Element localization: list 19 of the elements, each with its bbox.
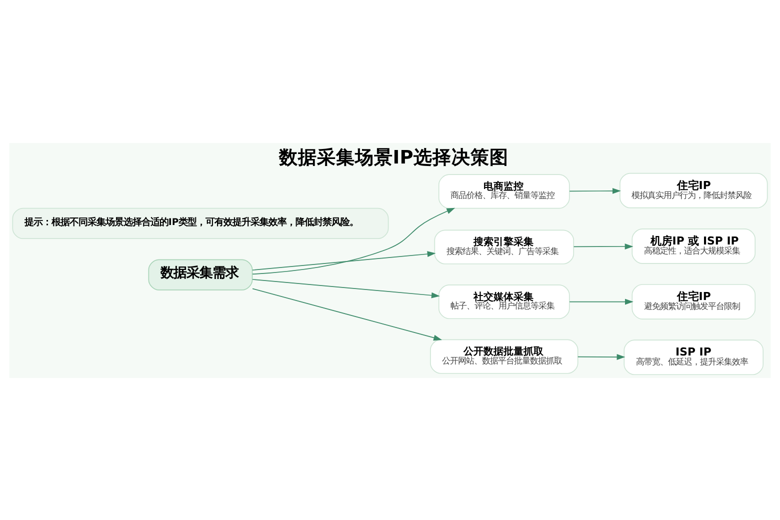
diagram-title: 数据采集场景IP选择决策图 — [278, 147, 508, 168]
node-box: ISP IP 高带宽、低延迟，提升采集效率 — [624, 339, 764, 375]
arrow — [252, 288, 442, 340]
arrow — [573, 243, 634, 249]
arrow — [252, 207, 456, 274]
node-box: 电商监控 商品价格、库存、销量等监控 — [438, 174, 570, 208]
arrow — [252, 250, 436, 270]
node-box: 机房IP 或 ISP IP 高稳定性，适合大规模采集 — [632, 228, 756, 264]
arrow — [569, 188, 621, 194]
node-box: 提示：根据不同采集场景选择合适的IP类型，可有效提升采集效率，降低封禁风险。 — [12, 207, 389, 239]
node-box: 公开数据批量抓取 公开网站、数据平台批量数据抓取 — [430, 338, 578, 374]
node-box: 搜索引擎采集 搜索结果、关键词、广告等采集 — [434, 229, 574, 264]
node-box: 社交媒体采集 帖子、评论、用户信息等采集 — [438, 284, 570, 319]
node-box: 数据采集需求 — [148, 258, 253, 290]
arrow — [569, 298, 634, 304]
arrow — [252, 278, 440, 298]
arrow — [577, 354, 626, 360]
node-box: 住宅IP 模拟真实用户行为，降低封禁风险 — [620, 172, 768, 208]
node-box: 住宅IP 避免频繁访问触发平台限制 — [632, 284, 756, 319]
